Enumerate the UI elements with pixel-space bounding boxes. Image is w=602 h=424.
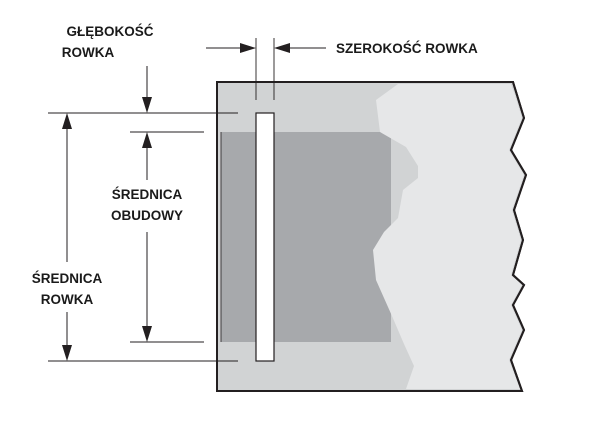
groove-width-label: SZEROKOŚĆ ROWKA bbox=[336, 41, 478, 56]
groove-depth-label-line2: ROWKA bbox=[62, 45, 115, 60]
groove-diameter-label-line2: ROWKA bbox=[41, 292, 94, 307]
housing-dim-head-bottom bbox=[142, 326, 152, 342]
width-arrow-right-head bbox=[274, 43, 290, 53]
housing-bore bbox=[221, 132, 391, 342]
housing-diameter-label-line2: OBUDOWY bbox=[111, 208, 183, 223]
groove-slot bbox=[255, 112, 275, 362]
groove-dim-head-top bbox=[62, 113, 72, 129]
depth-arrow-head bbox=[142, 97, 152, 113]
groove-dim-head-bottom bbox=[62, 345, 72, 361]
housing-diameter-label-line1: ŚREDNICA bbox=[112, 187, 183, 202]
housing-outline bbox=[216, 81, 528, 392]
housing-dim-head-top bbox=[142, 132, 152, 148]
width-arrow-left-head bbox=[240, 43, 256, 53]
groove-diameter-label-line1: ŚREDNICA bbox=[32, 271, 103, 286]
groove-depth-label-line1: GŁĘBOKOŚĆ bbox=[66, 24, 153, 39]
cut-face bbox=[373, 84, 524, 389]
